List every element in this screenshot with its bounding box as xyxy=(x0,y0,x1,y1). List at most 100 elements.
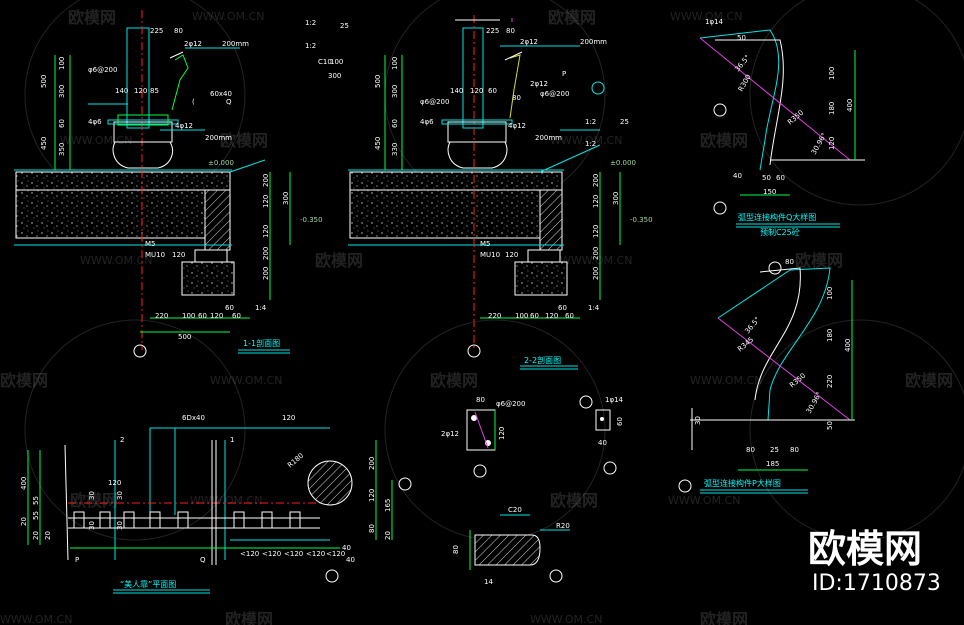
dim-label: 60 xyxy=(391,119,399,128)
rebar-label: 2φ12 xyxy=(520,38,538,46)
dim-label: 300 xyxy=(282,192,290,205)
dim-label: 60 xyxy=(558,304,567,312)
mark-label: Q xyxy=(200,556,206,564)
watermark-url: WWW.OM.CN xyxy=(668,494,740,507)
ratio-label: 1:2 xyxy=(305,19,316,27)
rebar-label: 4φ12 xyxy=(175,122,193,130)
section-1-1: 225 80 2φ12 200mm φ6@200 140 120 85 60x4… xyxy=(14,10,349,358)
dim-label: 100 xyxy=(391,57,399,70)
dim-label: 60 xyxy=(530,312,539,320)
dim-label: 80 xyxy=(785,258,794,266)
dim-label: 80 xyxy=(174,27,183,35)
dim-label: 30 xyxy=(88,491,96,500)
section-title: 2-2剖面图 xyxy=(524,355,561,365)
dim-label: 80 xyxy=(746,446,755,454)
dim-label: 60 xyxy=(616,417,624,426)
rebar-label: φ6@200 xyxy=(420,98,449,106)
plan-view: 6Dx40 120 2 1 400 55 55 20 20 20 120 30 … xyxy=(20,414,412,594)
material-label: MU10 xyxy=(145,251,165,259)
detail-title: 弧型连接构件P大样图 xyxy=(704,478,781,488)
dim-label: 400 xyxy=(846,99,854,112)
watermark-url: WWW.OM.CN xyxy=(550,134,622,147)
dim-label: 50 xyxy=(826,421,834,430)
watermark-brand: 欧模网 xyxy=(220,131,268,150)
dim-label: 220 xyxy=(488,312,501,320)
dim-label: 200mm xyxy=(580,38,607,46)
rebar-label: 1φ14 xyxy=(605,396,624,404)
dim-label: 180 xyxy=(826,329,834,342)
dim-label: 80 xyxy=(368,524,376,533)
dim-label: 500 xyxy=(178,333,191,341)
watermark-url: WWW.OM.CN xyxy=(60,134,132,147)
material-label: M5 xyxy=(480,240,491,248)
dim-label: 80 xyxy=(476,396,485,404)
dim-label: 120 xyxy=(592,225,600,238)
rebar-label: 1φ14 xyxy=(705,18,724,26)
rebar-label: 2φ12 xyxy=(441,430,459,438)
dim-label: 20 xyxy=(20,517,28,526)
watermark-brand: 欧模网 xyxy=(430,371,478,390)
dim-label: 350 xyxy=(58,143,66,156)
dim-label: 60 xyxy=(58,119,66,128)
radius-label: R180 xyxy=(286,452,305,470)
ratio-label: 1:2 xyxy=(305,42,316,50)
material-label: C20 xyxy=(508,506,522,514)
watermark-brand: 欧模网 xyxy=(548,8,596,27)
dim-label: 150 xyxy=(763,188,776,196)
dim-label: 120 xyxy=(368,489,376,502)
watermark-url: WWW.OM.CN xyxy=(210,374,282,387)
rebar-label: φ6@200 xyxy=(88,66,117,74)
material-label: C10 xyxy=(318,58,332,66)
watermark-url: WWW.OM.CN xyxy=(560,254,632,267)
dim-label: 220 xyxy=(826,375,834,388)
dim-label: 60 xyxy=(198,312,207,320)
dim-label: 225 xyxy=(150,27,163,35)
dim-label: 25 xyxy=(770,446,779,454)
level-label: ±0.000 xyxy=(610,159,636,167)
detail-title: 弧型连接构件Q大样图 xyxy=(738,212,816,222)
watermark-url: WWW.OM.CN xyxy=(690,374,762,387)
dim-label: 200 xyxy=(262,267,270,280)
dim-label: <120 xyxy=(284,550,303,558)
slab-fill xyxy=(15,171,231,239)
dim-label: 30 xyxy=(88,521,96,530)
section-mark: 2 xyxy=(120,436,124,444)
dim-label: 100 xyxy=(828,67,836,80)
rebar-label: φ6@200 xyxy=(496,400,525,408)
section-mark: 1 xyxy=(230,436,234,444)
dim-label: 60x40 xyxy=(210,90,232,98)
dim-label: 80 xyxy=(790,446,799,454)
dim-label: 120 xyxy=(262,195,270,208)
beam-hatch xyxy=(204,189,231,251)
brand-watermark: 欧模网 ID:1710873 xyxy=(808,527,941,596)
mark-label: P xyxy=(75,556,79,564)
ratio-label: 1:2 xyxy=(585,118,596,126)
dim-label: 85 xyxy=(150,87,159,95)
dim-label: 120 xyxy=(108,479,121,487)
material-label: M5 xyxy=(145,240,156,248)
dim-label: 120 xyxy=(172,251,185,259)
dim-label: 60 xyxy=(565,312,574,320)
dim-label: 300 xyxy=(612,192,620,205)
material-label: MU10 xyxy=(480,251,500,259)
brand-logo-text: 欧模网 xyxy=(808,527,922,571)
dim-label: 200 xyxy=(592,247,600,260)
dim-label: 400 xyxy=(844,339,852,352)
footing xyxy=(181,261,235,296)
dim-label: 100 xyxy=(330,58,343,66)
dim-label: 200 xyxy=(368,457,376,470)
dim-label: 30 xyxy=(116,521,124,530)
dim-label: 40 xyxy=(733,172,742,180)
dim-label: 200 xyxy=(592,267,600,280)
rebar-label: 2φ12 xyxy=(184,40,202,48)
mark-label: Q xyxy=(226,98,232,106)
watermark-brand: 欧模网 xyxy=(315,251,363,270)
watermark-brand: 欧模网 xyxy=(0,371,48,390)
angle-label: 36.5° xyxy=(743,316,761,336)
rebar-label: φ6@200 xyxy=(540,90,569,98)
dim-label: 120 xyxy=(282,414,295,422)
dim-label: 55 xyxy=(32,496,40,505)
dim-label: 120 xyxy=(134,87,147,95)
rebar-label: 4φ12 xyxy=(508,122,526,130)
dim-label: 300 xyxy=(391,85,399,98)
